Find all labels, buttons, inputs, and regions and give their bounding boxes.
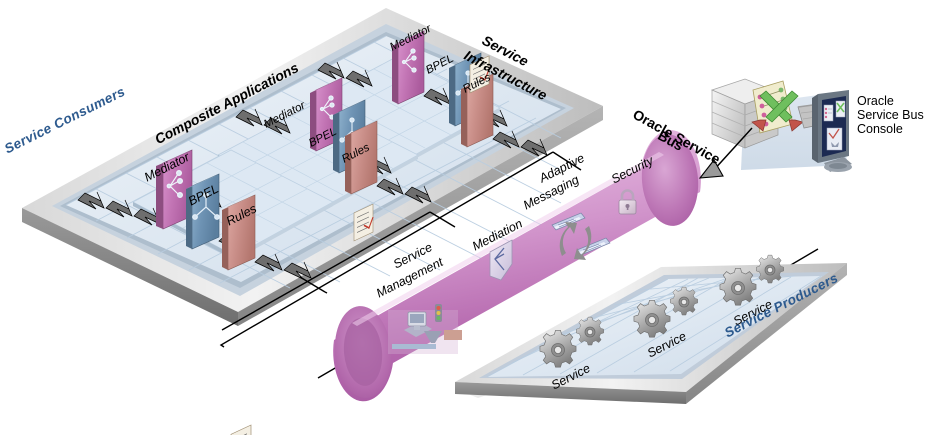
card-mediator-3 bbox=[392, 30, 425, 105]
card-rules-3 bbox=[461, 55, 494, 148]
bus-icon-adaptive-messaging bbox=[551, 212, 611, 260]
producer-gear-pair-3 bbox=[719, 254, 784, 306]
oracle-service-bus-cylinder bbox=[333, 130, 701, 402]
composite-chain-1 bbox=[77, 149, 312, 435]
service-producers-platform bbox=[455, 254, 847, 404]
oracle-service-bus-console-node bbox=[698, 78, 852, 179]
producer-gear-pair-1 bbox=[539, 316, 604, 368]
arrow-to-bus-icon bbox=[698, 127, 753, 179]
bus-icon-security bbox=[618, 189, 637, 215]
monitor-icon bbox=[812, 90, 852, 172]
card-rules-2 bbox=[345, 120, 378, 242]
service-infrastructure-platform bbox=[22, 8, 603, 435]
bus-icon-service-management bbox=[388, 304, 462, 354]
bus-icon-mediation bbox=[489, 239, 513, 281]
mapping-sheet-icon bbox=[751, 80, 804, 134]
composite-chain-2 bbox=[235, 77, 432, 242]
card-bpel-1 bbox=[186, 173, 220, 250]
producer-gear-pair-2 bbox=[633, 286, 698, 338]
card-mediator-1 bbox=[156, 149, 193, 230]
composite-chain-3 bbox=[317, 30, 548, 157]
